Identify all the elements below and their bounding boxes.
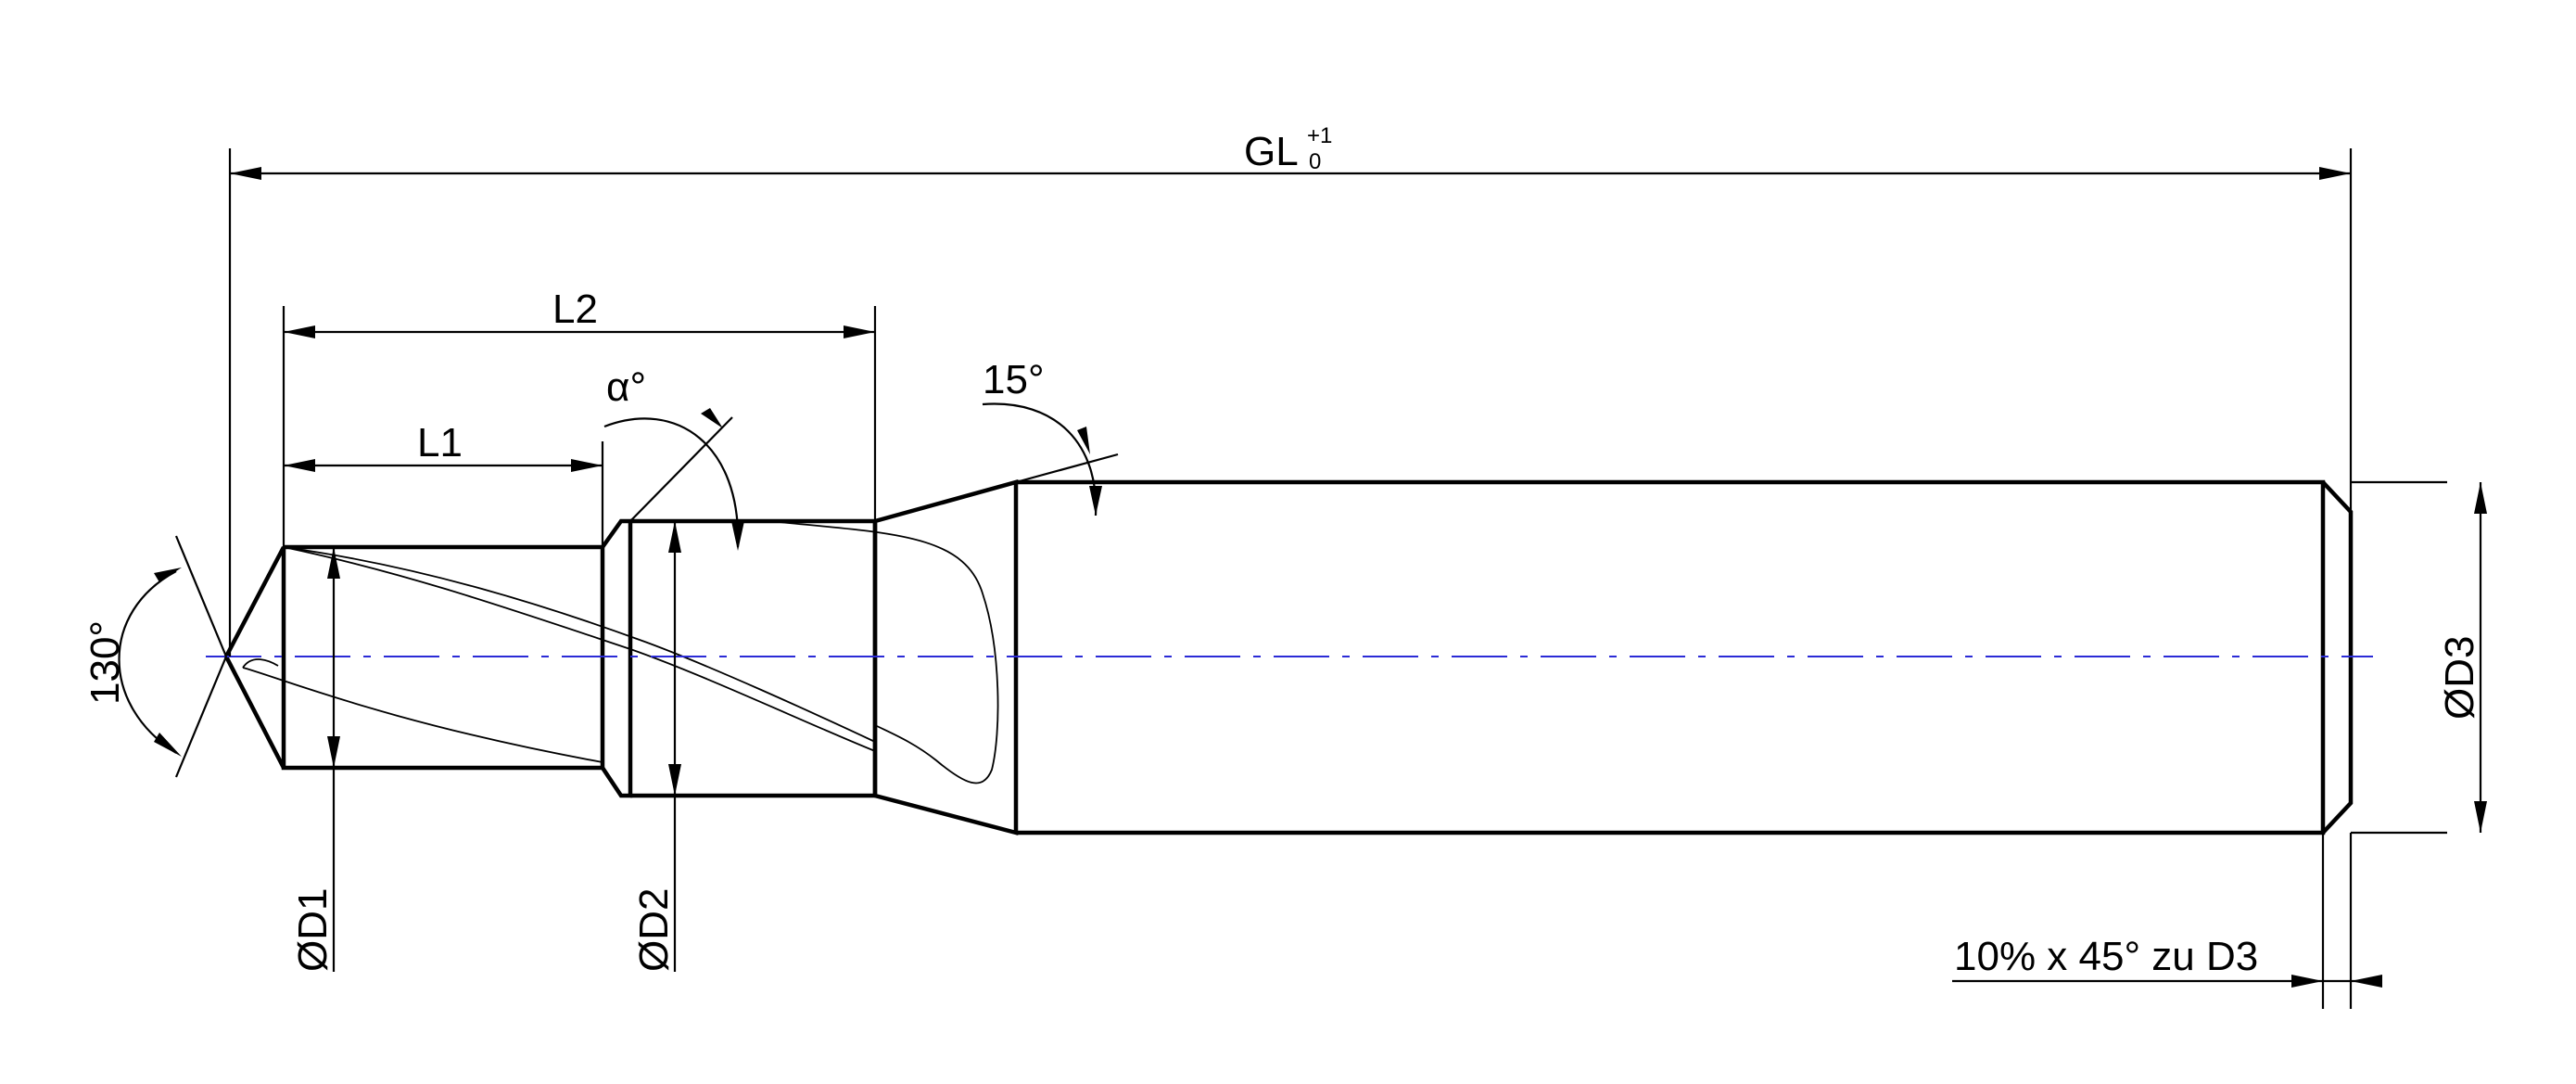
dimension-diameter-1: ØD1 bbox=[290, 547, 340, 972]
dimension-diameter-3: ØD3 bbox=[2351, 480, 2487, 835]
overall-length-label: GL bbox=[1244, 129, 1299, 174]
diameter-1-label: ØD1 bbox=[290, 888, 336, 972]
helix-angle-label: α° bbox=[606, 364, 646, 410]
dimension-l1: L1 bbox=[284, 420, 604, 547]
point-angle-label: 130° bbox=[82, 620, 128, 705]
overall-length-lower-tolerance: 0 bbox=[1309, 149, 1321, 174]
diameter-3-label: ØD3 bbox=[2437, 636, 2482, 720]
dimension-helix-angle: α° bbox=[603, 364, 744, 551]
step-transition bbox=[601, 518, 633, 798]
dimension-l2: L2 bbox=[282, 287, 877, 547]
overall-length-upper-tolerance: +1 bbox=[1307, 123, 1332, 148]
dimension-point-angle: 130° bbox=[82, 535, 228, 778]
length-1-label: L1 bbox=[417, 420, 463, 465]
flutes bbox=[242, 520, 999, 784]
step-d2-body bbox=[630, 518, 878, 798]
taper-angle-label: 15° bbox=[983, 357, 1045, 402]
dimension-shank-chamfer: 10% x 45° zu D3 bbox=[1952, 833, 2382, 1009]
diameter-2-label: ØD2 bbox=[631, 888, 677, 972]
dimension-overall-length: GL +1 0 bbox=[228, 123, 2353, 657]
length-2-label: L2 bbox=[552, 287, 598, 332]
dimension-diameter-2: ØD2 bbox=[631, 521, 681, 972]
dimension-taper-angle: 15° bbox=[982, 357, 1119, 516]
chamfer-note-label: 10% x 45° zu D3 bbox=[1954, 934, 2258, 979]
